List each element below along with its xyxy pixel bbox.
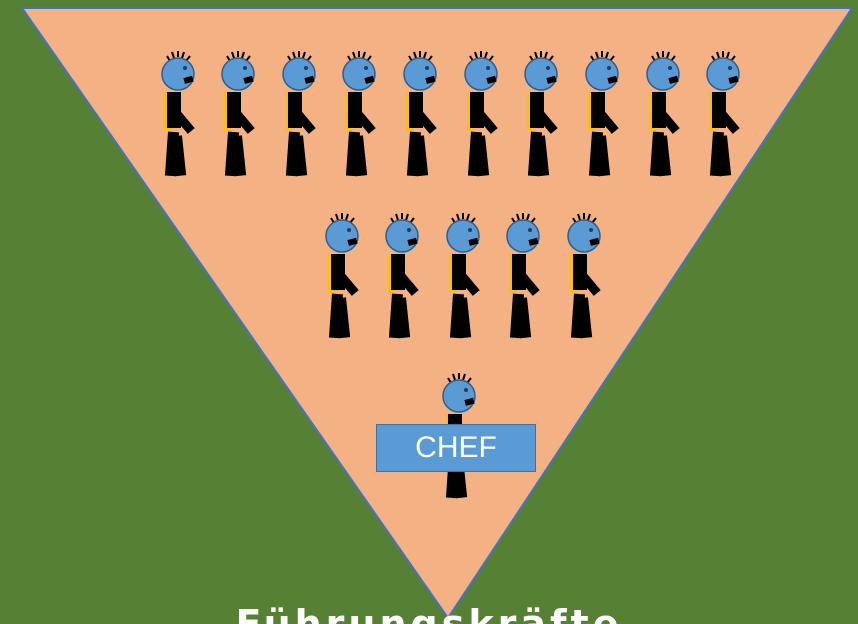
chef-label: CHEF (376, 424, 536, 472)
inverted-triangle (22, 8, 852, 618)
caption-text: Führungskräfte (0, 600, 858, 624)
